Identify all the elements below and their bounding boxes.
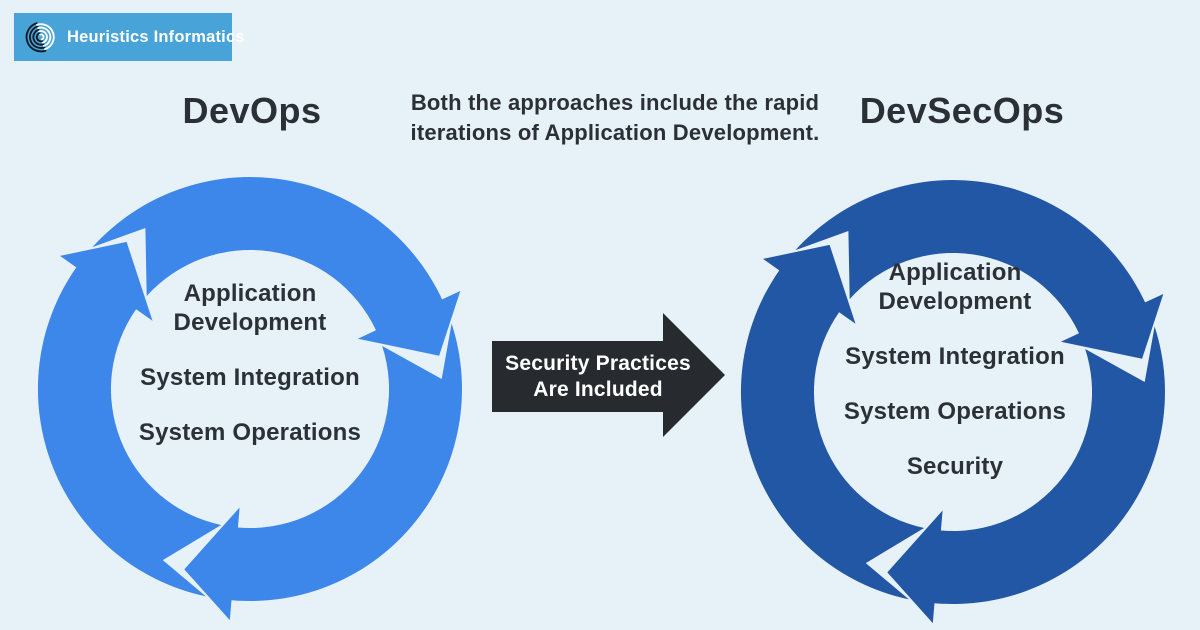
devops-item-system-integration: System Integration xyxy=(140,364,360,391)
devsecops-cycle-items: Application Development System Integrati… xyxy=(830,258,1080,481)
transition-arrow-label: Security Practices Are Included xyxy=(502,351,694,403)
devsecops-cycle-arrows xyxy=(740,180,1165,624)
brand-name: Heuristics Informatics xyxy=(67,27,245,46)
devops-cycle-arrows xyxy=(37,177,462,621)
brand-logo-swirl-sphere-icon xyxy=(25,22,55,53)
transition-arrow-label-line-2: Are Included xyxy=(533,378,663,401)
center-note-line-1: Both the approaches include the rapid xyxy=(410,90,820,115)
devops-item-application-development: Application Development xyxy=(173,280,327,336)
devsecops-item-system-integration: System Integration xyxy=(845,343,1065,370)
devops-item-system-operations: System Operations xyxy=(138,419,362,446)
devsecops-item-security: Security xyxy=(906,453,1004,480)
transition-arrow-label-line-1: Security Practices xyxy=(505,352,691,375)
brand-banner: Heuristics Informatics xyxy=(14,13,245,61)
devops-title: DevOps xyxy=(182,90,322,131)
devops-cycle-items: Application Development System Integrati… xyxy=(125,279,375,447)
devsecops-item-system-operations: System Operations xyxy=(843,398,1067,425)
center-note: Both the approaches include the rapid it… xyxy=(385,88,845,148)
center-note-line-2: iterations of Application Development. xyxy=(410,120,820,145)
transition-arrow xyxy=(492,313,725,437)
devsecops-title: DevSecOps xyxy=(859,90,1065,131)
devsecops-item-application-development: Application Development xyxy=(878,259,1032,315)
